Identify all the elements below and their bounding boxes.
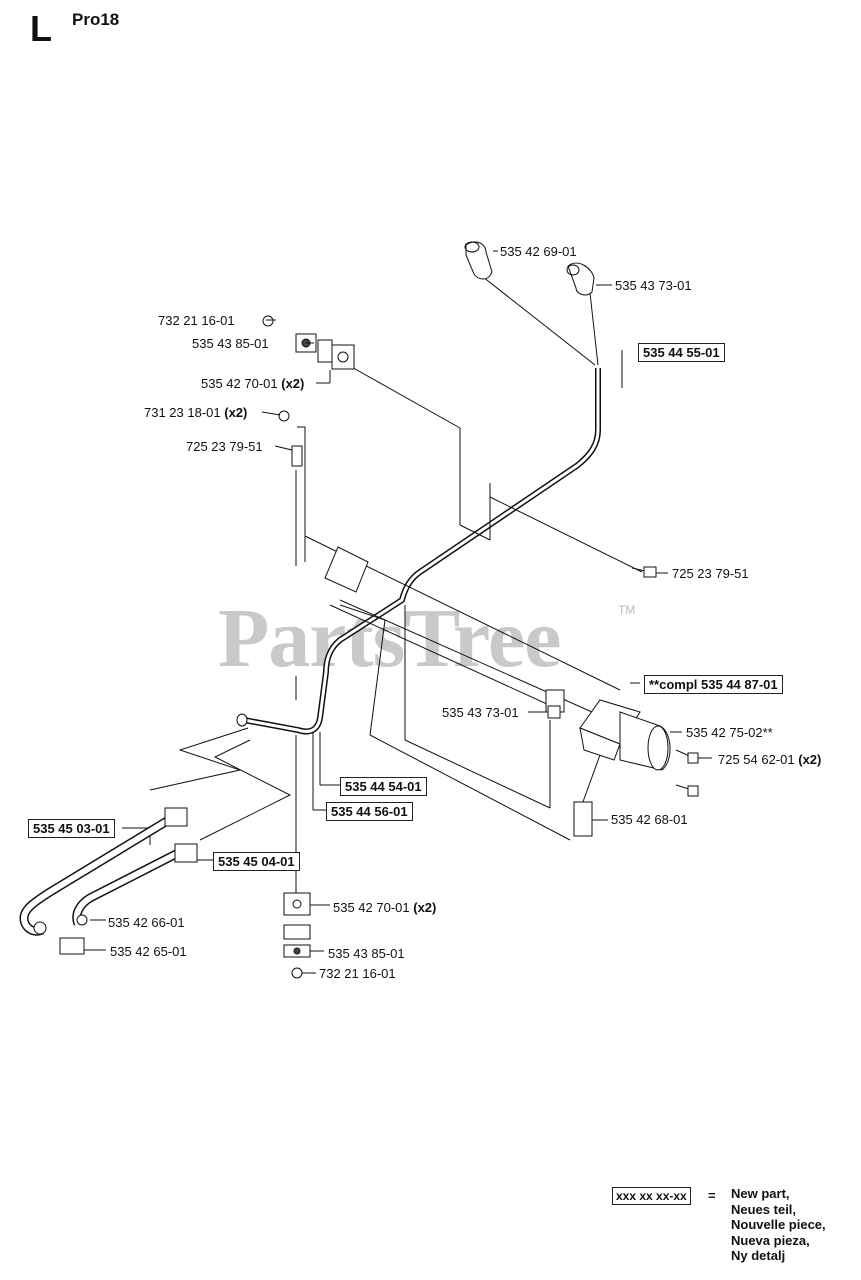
part-label: 725 54 62-01 (x2): [718, 752, 822, 767]
legend-line: Neues teil,: [731, 1201, 797, 1217]
part-label: 725 23 79-51: [672, 566, 749, 581]
part-label: 535 42 70-01 (x2): [333, 900, 437, 915]
new-part-label: 535 45 03-01: [28, 819, 115, 838]
legend-equals: =: [708, 1188, 716, 1203]
part-label: 732 21 16-01: [319, 966, 396, 981]
section-letter: L: [30, 8, 52, 49]
part-label: 535 43 85-01: [192, 336, 269, 351]
part-label: 535 42 70-01 (x2): [201, 376, 305, 391]
new-part-label: 535 45 04-01: [213, 852, 300, 871]
part-label: 535 42 75-02**: [686, 725, 773, 740]
part-label: 535 42 68-01: [611, 812, 688, 827]
part-label: 535 43 73-01: [442, 705, 519, 720]
legend-text: New part, Neues teil, Nouvelle piece, Nu…: [731, 1186, 826, 1264]
legend-line: New part,: [731, 1186, 790, 1201]
part-label: 535 42 65-01: [110, 944, 187, 959]
part-label: 535 43 73-01: [615, 278, 692, 293]
part-label: 535 42 66-01: [108, 915, 185, 930]
legend-line: Nueva pieza,: [731, 1232, 810, 1248]
clamp-top: [262, 315, 355, 467]
part-label: 535 43 85-01: [328, 946, 405, 961]
motor-assembly: [545, 689, 699, 837]
clamp-bottom: [283, 892, 311, 979]
part-label: 731 23 18-01 (x2): [144, 405, 248, 420]
new-part-label: 535 44 55-01: [638, 343, 725, 362]
main-pipe: [236, 368, 601, 735]
legend-sample-box: xxx xx xx-xx: [612, 1187, 691, 1205]
bolt-right: [631, 566, 657, 578]
part-label: 732 21 16-01: [158, 313, 235, 328]
legend-line: Nouvelle piece,: [731, 1217, 826, 1232]
new-part-label: 535 44 54-01: [340, 777, 427, 796]
model-name: Pro18: [72, 10, 120, 29]
watermark-tm: TM: [618, 603, 636, 617]
fitting-top: [464, 241, 595, 296]
part-label: 535 42 69-01: [500, 244, 577, 259]
new-part-label: 535 44 56-01: [326, 802, 413, 821]
new-part-label: **compl 535 44 87-01: [644, 675, 783, 694]
legend-line: Ny detalj: [731, 1248, 786, 1263]
part-label: 725 23 79-51: [186, 439, 263, 454]
hoses: [19, 807, 198, 955]
